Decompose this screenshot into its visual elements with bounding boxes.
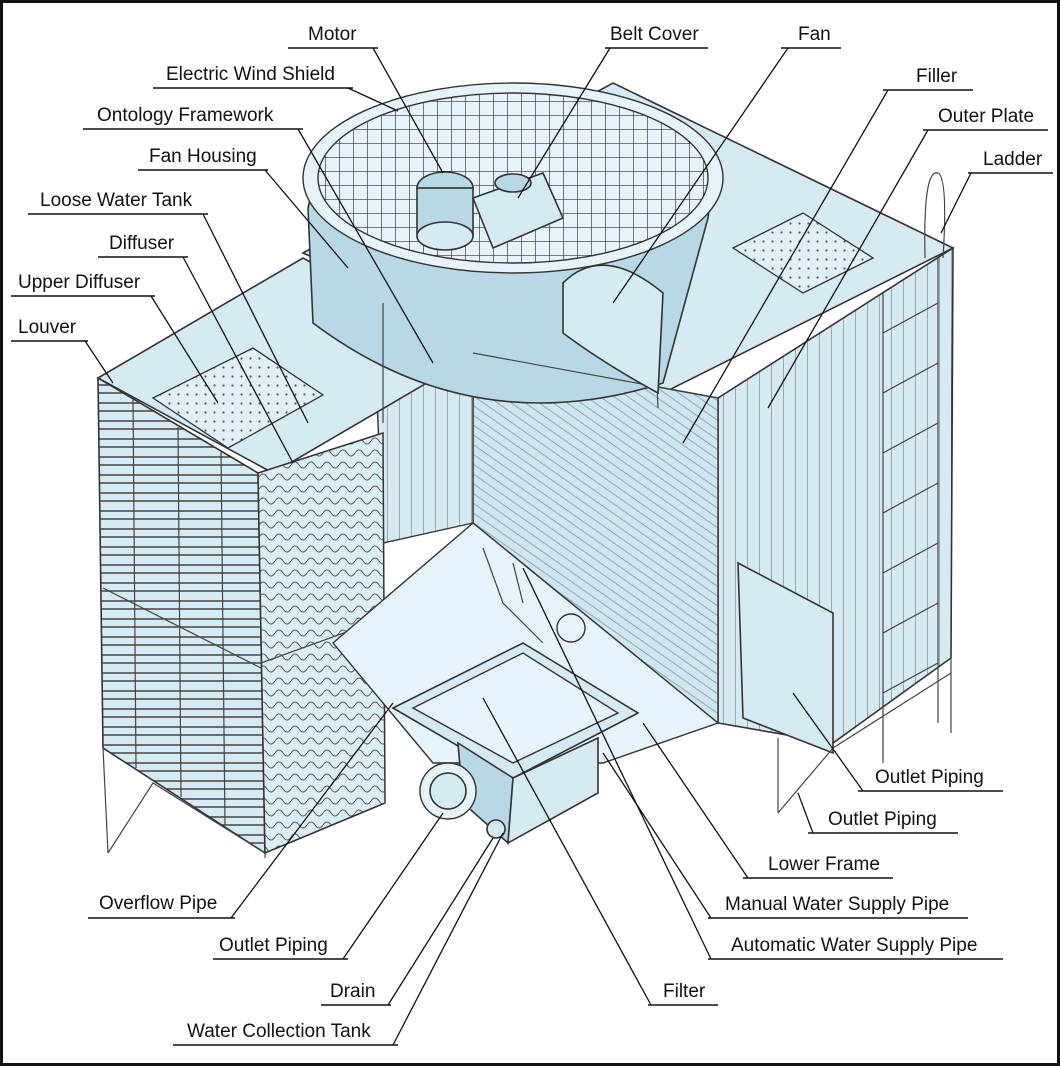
label-filter-text: Filter (663, 981, 706, 1002)
label-fan: Fan (612, 24, 841, 304)
label-ontology-framework-text: Ontology Framework (97, 105, 274, 126)
label-upper-diffuser-text: Upper Diffuser (18, 272, 141, 293)
label-drain-text: Drain (330, 981, 375, 1002)
label-diffuser: Diffuser (98, 233, 294, 464)
label-fan-text: Fan (798, 24, 831, 45)
label-loose-water-tank-text: Loose Water Tank (40, 190, 193, 211)
label-lower-frame-text: Lower Frame (768, 854, 880, 875)
label-manual-water-supply-pipe-text: Manual Water Supply Pipe (725, 894, 949, 915)
label-motor-text: Motor (308, 24, 357, 45)
label-outlet-piping-right-1: Outlet Piping (792, 692, 1003, 792)
label-outer-plate-text: Outer Plate (938, 106, 1034, 127)
label-water-collection-tank: Water Collection Tank (173, 832, 504, 1046)
label-outlet-piping-left: Outlet Piping (213, 812, 444, 960)
label-overflow-pipe-text: Overflow Pipe (99, 893, 217, 914)
label-outlet-piping-right-2-text: Outlet Piping (828, 809, 937, 830)
label-outer-plate: Outer Plate (767, 106, 1048, 409)
label-electric-wind-shield-text: Electric Wind Shield (166, 64, 335, 85)
cooling-tower-diagram: Motor Belt Cover Fan Electric Wind Shiel… (11, 24, 1053, 1046)
label-water-collection-tank-text: Water Collection Tank (187, 1021, 371, 1042)
label-loose-water-tank: Loose Water Tank (28, 190, 309, 424)
label-fan-housing: Fan Housing (138, 146, 349, 269)
label-overflow-pipe: Overflow Pipe (88, 702, 394, 919)
label-louver-text: Louver (18, 317, 77, 338)
label-louver: Louver (11, 317, 114, 384)
label-upper-diffuser: Upper Diffuser (11, 272, 219, 404)
label-filter: Filter (482, 697, 718, 1006)
label-automatic-water-supply-pipe-text: Automatic Water Supply Pipe (731, 935, 977, 956)
label-ontology-framework: Ontology Framework (83, 105, 434, 364)
label-manual-water-supply-pipe: Manual Water Supply Pipe (602, 752, 968, 919)
tower-illustration (96, 82, 955, 858)
label-filler: Filler (682, 66, 973, 444)
label-lower-frame: Lower Frame (642, 722, 893, 879)
label-electric-wind-shield: Electric Wind Shield (153, 64, 399, 112)
label-drain: Drain (321, 837, 494, 1006)
label-fan-housing-text: Fan Housing (149, 146, 257, 167)
label-outlet-piping-left-text: Outlet Piping (219, 935, 328, 956)
label-ladder-text: Ladder (983, 149, 1043, 170)
label-belt-cover-text: Belt Cover (610, 24, 699, 45)
label-ladder: Ladder (940, 149, 1053, 234)
label-outlet-piping-right-2: Outlet Piping (797, 792, 958, 834)
label-automatic-water-supply-pipe: Automatic Water Supply Pipe (522, 567, 1003, 960)
label-outlet-piping-right-1-text: Outlet Piping (875, 767, 984, 788)
label-motor: Motor (288, 24, 444, 174)
label-filler-text: Filler (916, 66, 958, 87)
label-diffuser-text: Diffuser (109, 233, 175, 254)
label-belt-cover: Belt Cover (517, 24, 708, 199)
